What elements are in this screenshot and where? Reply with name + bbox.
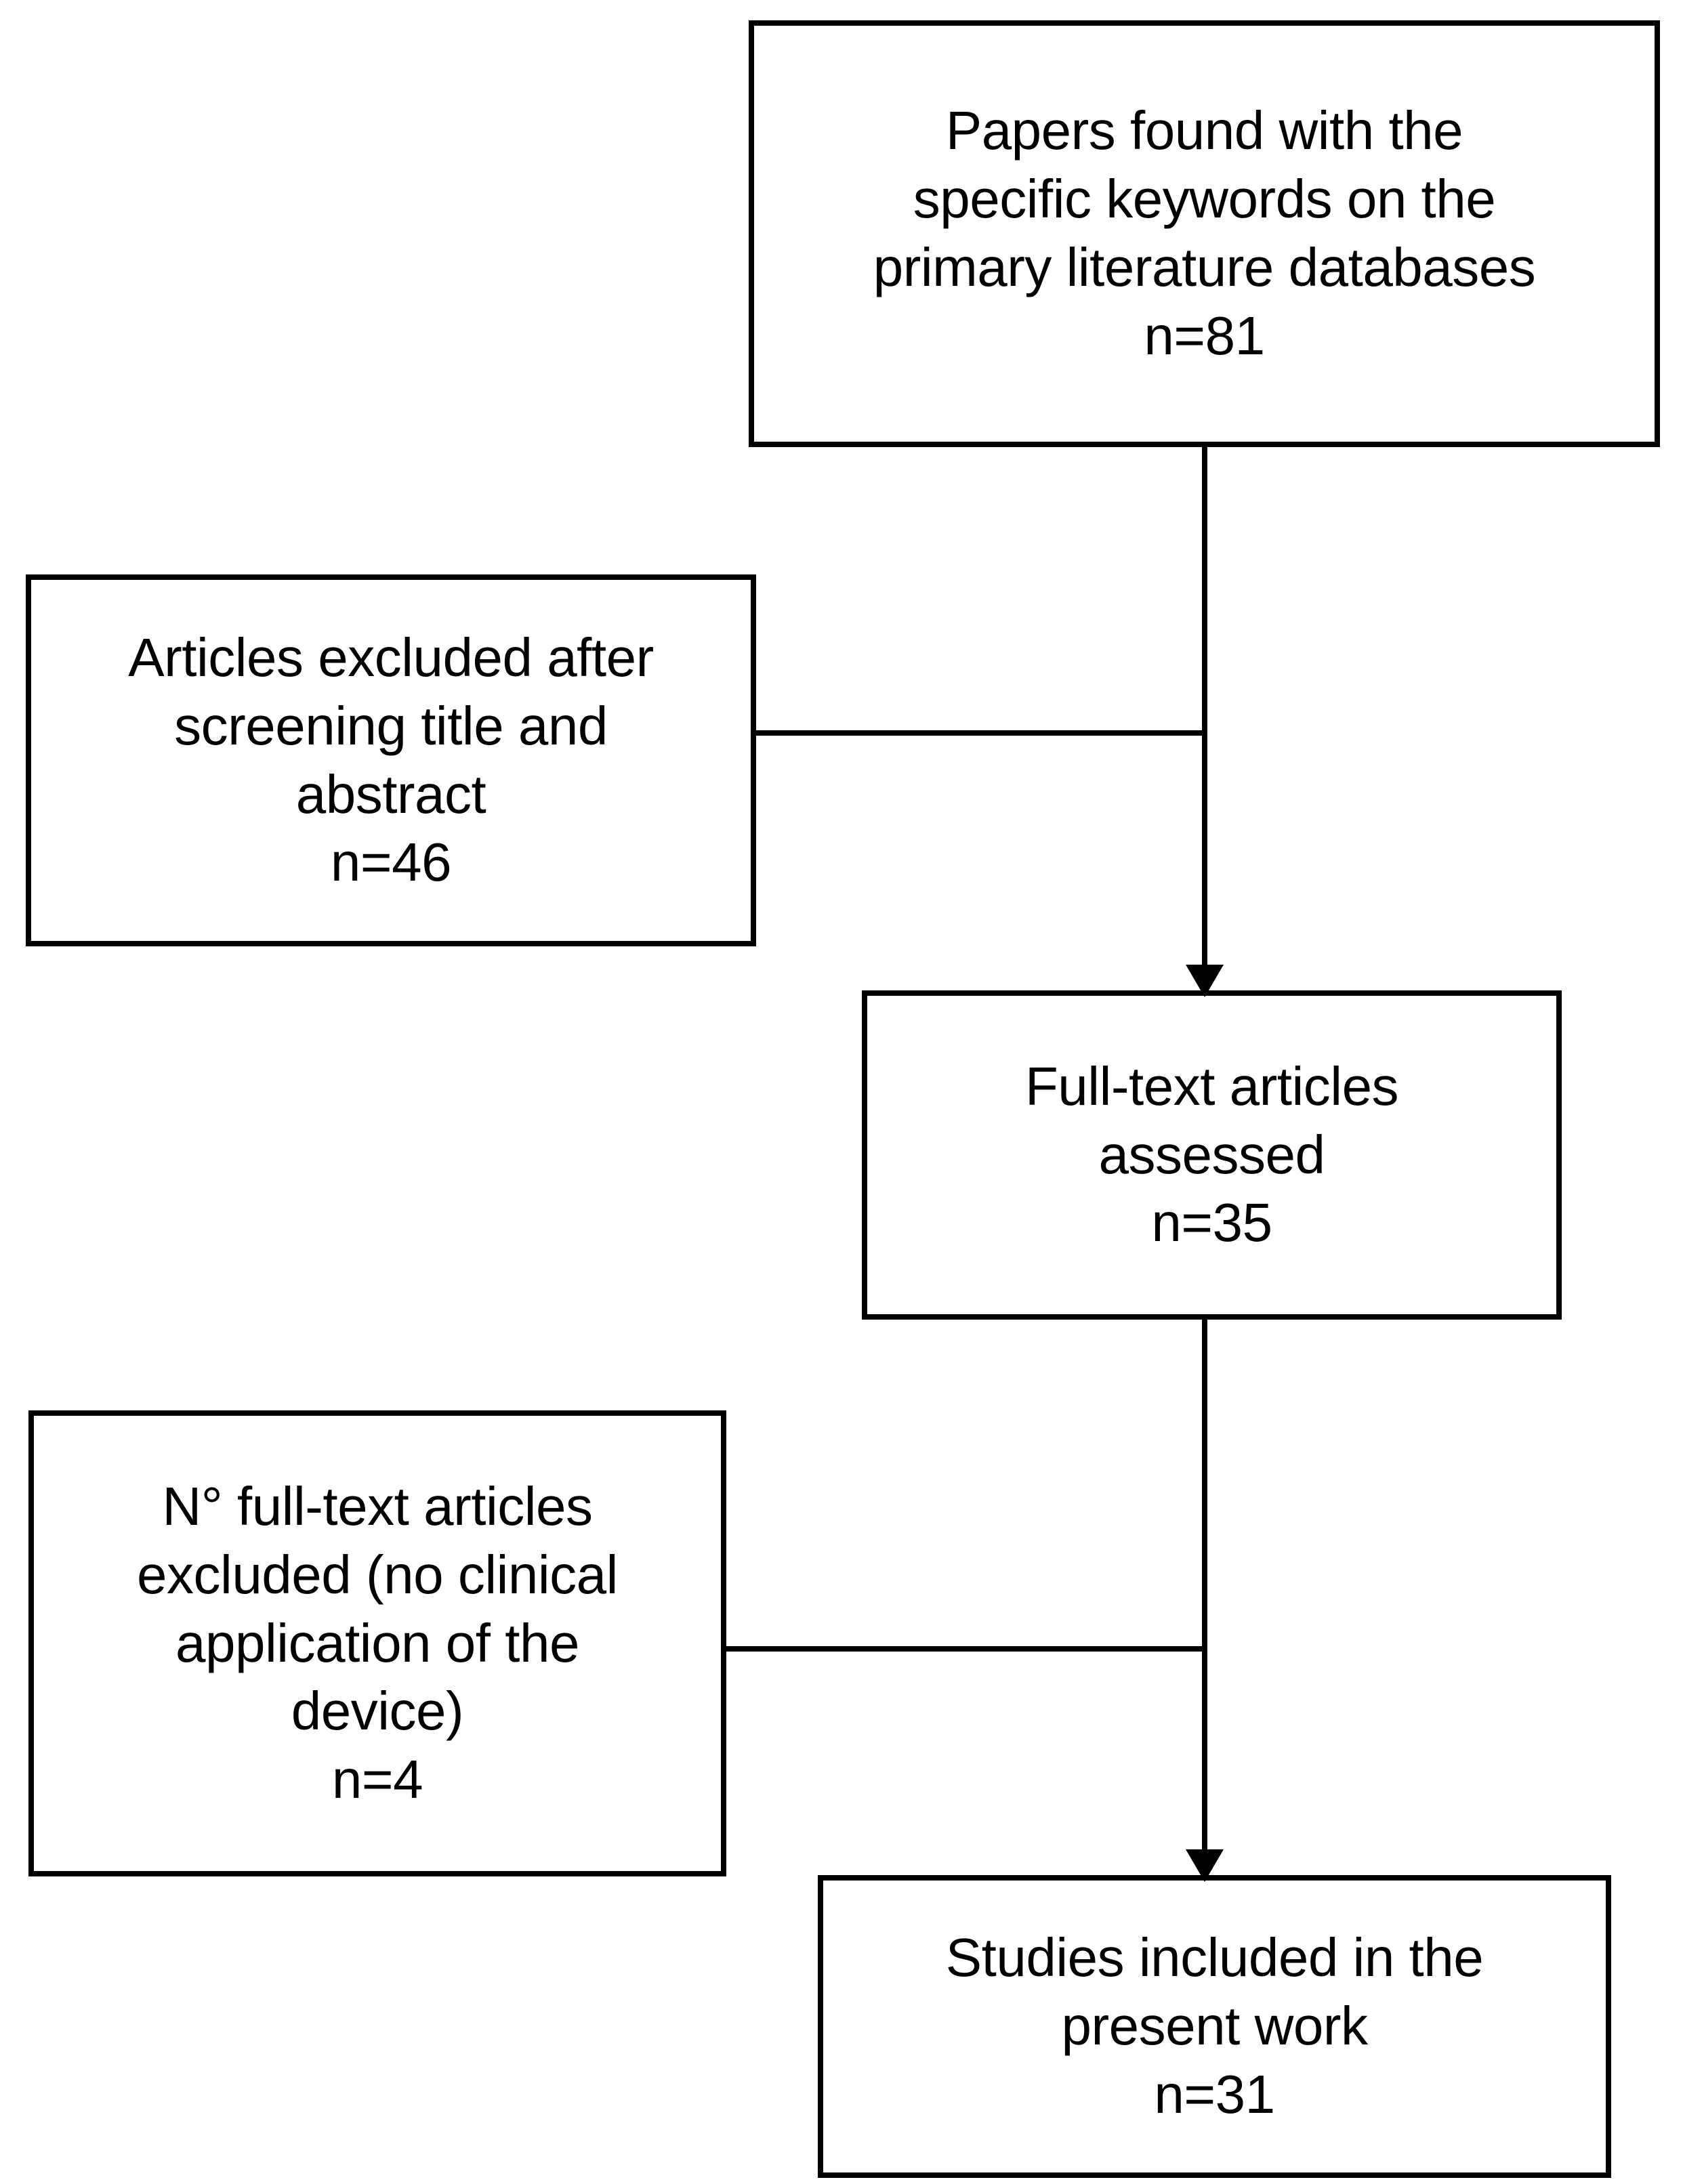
connector-papers-to-fulltext-vertical [1202, 444, 1207, 994]
connector-screening-exclusion-horizontal [752, 730, 1205, 736]
node-fulltext-articles-assessed-label: Full-text articles assessed n=35 [1024, 1055, 1399, 1253]
arrowhead-down-icon-to-fulltext-assessed [1186, 965, 1224, 997]
node-articles-excluded-screening: Articles excluded after screening title … [26, 574, 756, 946]
node-fulltext-articles-excluded-label: N° full-text articles excluded (no clini… [137, 1476, 618, 1810]
node-studies-included-label: Studies included in the present work n=3… [945, 1927, 1484, 2124]
node-studies-included: Studies included in the present work n=3… [818, 1875, 1611, 2178]
connector-fulltext-to-included-vertical [1202, 1317, 1207, 1879]
node-papers-found: Papers found with the specific keywords … [749, 20, 1660, 447]
connector-fulltext-exclusion-horizontal [722, 1646, 1205, 1652]
node-fulltext-articles-assessed: Full-text articles assessed n=35 [862, 990, 1562, 1320]
node-fulltext-articles-excluded: N° full-text articles excluded (no clini… [28, 1410, 726, 1876]
node-articles-excluded-screening-label: Articles excluded after screening title … [128, 627, 654, 893]
node-papers-found-label: Papers found with the specific keywords … [873, 100, 1536, 366]
arrowhead-down-icon-to-studies-included [1186, 1849, 1224, 1882]
